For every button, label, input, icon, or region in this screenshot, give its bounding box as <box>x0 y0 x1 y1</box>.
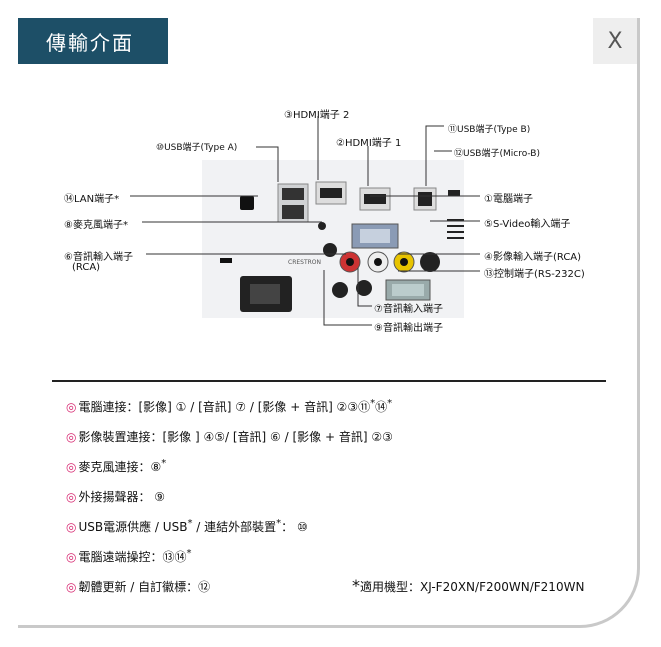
legend-star: * <box>276 518 282 529</box>
callout-lines <box>130 116 480 326</box>
legend-bullet: ◎ <box>66 550 77 564</box>
legend-bullet: ◎ <box>66 520 77 534</box>
legend-item-speaker: ◎外接揚聲器： ⑨ <box>66 488 165 505</box>
legend-item-remote: ◎電腦遠端操控：⑬⑭* <box>66 548 192 565</box>
callout-usb-typeb: ⑪USB端子(Type B) <box>448 125 531 135</box>
page-title: 傳輸介面 <box>18 18 168 64</box>
interface-panel: 傳輸介面 X <box>18 18 640 628</box>
callout-hdmi1: ②HDMI端子 1 <box>336 138 402 149</box>
legend-bullet: ◎ <box>66 430 77 444</box>
legend-bullet: ◎ <box>66 400 77 414</box>
callout-audio-out: ⑨音訊輸出端子 <box>374 323 443 334</box>
callout-audio-in: ⑦音訊輸入端子 <box>374 304 443 315</box>
legend-tail: ⑭ <box>375 400 388 414</box>
projector-rear-panel: CRESTRON <box>202 160 464 318</box>
callout-svideo: ⑤S-Video輸入端子 <box>484 219 571 230</box>
legend-text: 韌體更新 / 自訂徽標：⑫ <box>78 580 211 594</box>
legend-bullet: ◎ <box>66 580 77 594</box>
legend-star: * <box>186 548 192 559</box>
callout-computer: ①電腦端子 <box>484 194 533 205</box>
device-brand: CRESTRON <box>288 259 321 266</box>
legend-item-computer: ◎電腦連接：[影像] ① / [音訊] ⑦ / [影像 + 音訊] ②③⑪*⑭* <box>66 398 392 415</box>
legend-star: * <box>370 398 376 409</box>
callout-audio-in-rca: ⑥音訊輸入端子 <box>64 252 133 263</box>
section-divider <box>52 380 606 382</box>
legend-star: * <box>161 458 167 469</box>
applicable-models-note: *適用機型：XJ-F20XN/F200WN/F210WN <box>352 576 584 595</box>
close-button[interactable]: X <box>593 18 637 64</box>
callout-usb-micro: ⑫USB端子(Micro-B) <box>454 149 540 159</box>
legend-item-video-device: ◎影像裝置連接：[影像 ] ④⑤/ [音訊] ⑥ / [影像 + 音訊] ②③ <box>66 428 393 445</box>
legend-bullet: ◎ <box>66 490 77 504</box>
legend-item-firmware: ◎韌體更新 / 自訂徽標：⑫ <box>66 578 210 595</box>
callout-hdmi2: ③HDMI端子 2 <box>284 110 350 121</box>
legend-star: * <box>387 398 393 409</box>
callout-control: ⑬控制端子(RS-232C) <box>484 269 585 280</box>
callout-mic: ⑧麥克風端子* <box>64 220 128 231</box>
legend-usb-suffix: ： ⑩ <box>281 520 308 534</box>
callout-audio-in-rca-sub: (RCA) <box>72 262 101 273</box>
legend-tail: 連結外部裝置 <box>204 520 277 534</box>
legend-text: USB電源供應 / USB <box>78 520 188 534</box>
legend-text: 電腦連接：[影像] ① / [音訊] ⑦ / [影像 + 音訊] ②③⑪ <box>78 400 371 414</box>
legend-text: 麥克風連接：⑧ <box>78 460 162 474</box>
legend-star: * <box>187 518 193 529</box>
callout-usb-typea: ⑩USB端子(Type A) <box>156 143 238 153</box>
legend-text: 影像裝置連接：[影像 ] ④⑤/ [音訊] ⑥ / [影像 + 音訊] ②③ <box>78 430 393 444</box>
note-text: 適用機型：XJ-F20XN/F200WN/F210WN <box>360 580 585 594</box>
callout-video-in-rca: ④影像輸入端子(RCA) <box>484 252 582 263</box>
legend-item-mic: ◎麥克風連接：⑧* <box>66 458 166 475</box>
note-star: * <box>352 576 360 595</box>
ports-illustration: CRESTRON <box>202 160 464 318</box>
legend-text: 外接揚聲器： ⑨ <box>78 490 166 504</box>
legend-item-usb: ◎USB電源供應 / USB* / 連結外部裝置*： ⑩ <box>66 518 308 534</box>
legend-bullet: ◎ <box>66 460 77 474</box>
legend-text: 電腦遠端操控：⑬⑭ <box>78 550 187 564</box>
callout-lan: ⑭LAN端子* <box>64 194 120 205</box>
